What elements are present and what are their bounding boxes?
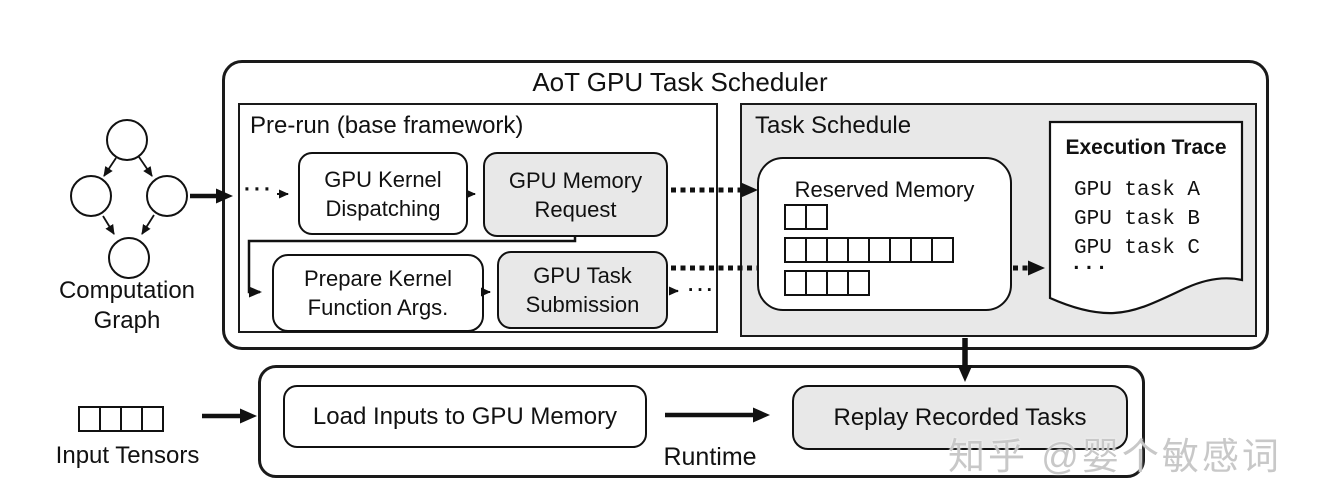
block-cell: [847, 270, 870, 296]
graph-edge-top-left: [103, 157, 117, 177]
block-cell: [78, 406, 101, 432]
replay-recorded-tasks-label: Replay Recorded Tasks: [833, 404, 1087, 431]
gpu-task-submission-line1: GPU Task: [533, 263, 632, 288]
input-tensor-cells: [78, 406, 164, 432]
memory-row-1: [784, 204, 828, 230]
graph-edge-right-bottom: [141, 214, 155, 235]
pre-run-title: Pre-run (base framework): [250, 112, 524, 139]
execution-trace-document: [1048, 120, 1244, 315]
block-cell: [847, 237, 870, 263]
prepare-kernel-args-line2: Function Args.: [307, 295, 449, 320]
computation-graph-label: Computation Graph: [37, 276, 217, 336]
execution-trace-title: Execution Trace: [1065, 136, 1227, 159]
replay-recorded-tasks-box: Replay Recorded Tasks: [792, 385, 1128, 450]
gpu-memory-request-box: GPU Memory Request: [483, 152, 668, 237]
graph-edge-left-bottom: [102, 215, 115, 235]
graph-node-top: [106, 119, 148, 161]
runtime-label: Runtime: [663, 443, 757, 471]
block-cell: [826, 237, 849, 263]
input-tensors-label: Input Tensors: [55, 442, 200, 469]
load-inputs-box: Load Inputs to GPU Memory: [283, 385, 647, 448]
block-cell: [120, 406, 143, 432]
graph-node-bottom: [108, 237, 150, 279]
trace-entry-3: GPU task C: [1074, 237, 1201, 260]
graph-node-right: [146, 175, 188, 217]
gpu-kernel-dispatching-box: GPU Kernel Dispatching: [298, 152, 468, 235]
block-cell: [931, 237, 954, 263]
graph-edge-top-right: [138, 156, 153, 177]
block-cell: [868, 237, 891, 263]
ellipsis-after-submission: ···: [688, 280, 716, 301]
gpu-kernel-dispatching-line1: GPU Kernel: [324, 166, 442, 192]
block-cell: [784, 204, 807, 230]
watermark: 知乎 @婴个敏感词: [948, 436, 1282, 477]
gpu-kernel-dispatching-line2: Dispatching: [325, 195, 441, 221]
memory-row-3: [784, 270, 870, 296]
trace-entry-more: ...: [1070, 253, 1108, 276]
computation-graph-label-line2: Graph: [93, 307, 161, 334]
block-cell: [826, 270, 849, 296]
block-cell: [805, 237, 828, 263]
block-cell: [805, 270, 828, 296]
memory-row-2: [784, 237, 954, 263]
block-cell: [784, 270, 807, 296]
computation-graph-label-line1: Computation: [58, 277, 196, 304]
block-cell: [99, 406, 122, 432]
aot-scheduler-title: AoT GPU Task Scheduler: [532, 67, 828, 97]
load-inputs-label: Load Inputs to GPU Memory: [312, 403, 618, 430]
gpu-task-submission-box: GPU Task Submission: [497, 251, 668, 329]
block-cell: [141, 406, 164, 432]
block-cell: [910, 237, 933, 263]
prepare-kernel-args-box: Prepare Kernel Function Args.: [272, 254, 484, 332]
prepare-kernel-args-line1: Prepare Kernel: [304, 266, 452, 291]
gpu-task-submission-line2: Submission: [525, 292, 640, 317]
task-schedule-title: Task Schedule: [755, 112, 912, 139]
block-cell: [805, 204, 828, 230]
block-cell: [784, 237, 807, 263]
graph-node-left: [70, 175, 112, 217]
ellipsis-before-dispatching: ···: [244, 178, 274, 201]
trace-entry-1: GPU task A: [1074, 179, 1201, 202]
block-cell: [889, 237, 912, 263]
gpu-memory-request-line1: GPU Memory: [508, 167, 643, 193]
trace-entry-2: GPU task B: [1074, 208, 1201, 231]
reserved-memory-title: Reserved Memory: [794, 177, 975, 202]
gpu-memory-request-line2: Request: [534, 196, 617, 222]
